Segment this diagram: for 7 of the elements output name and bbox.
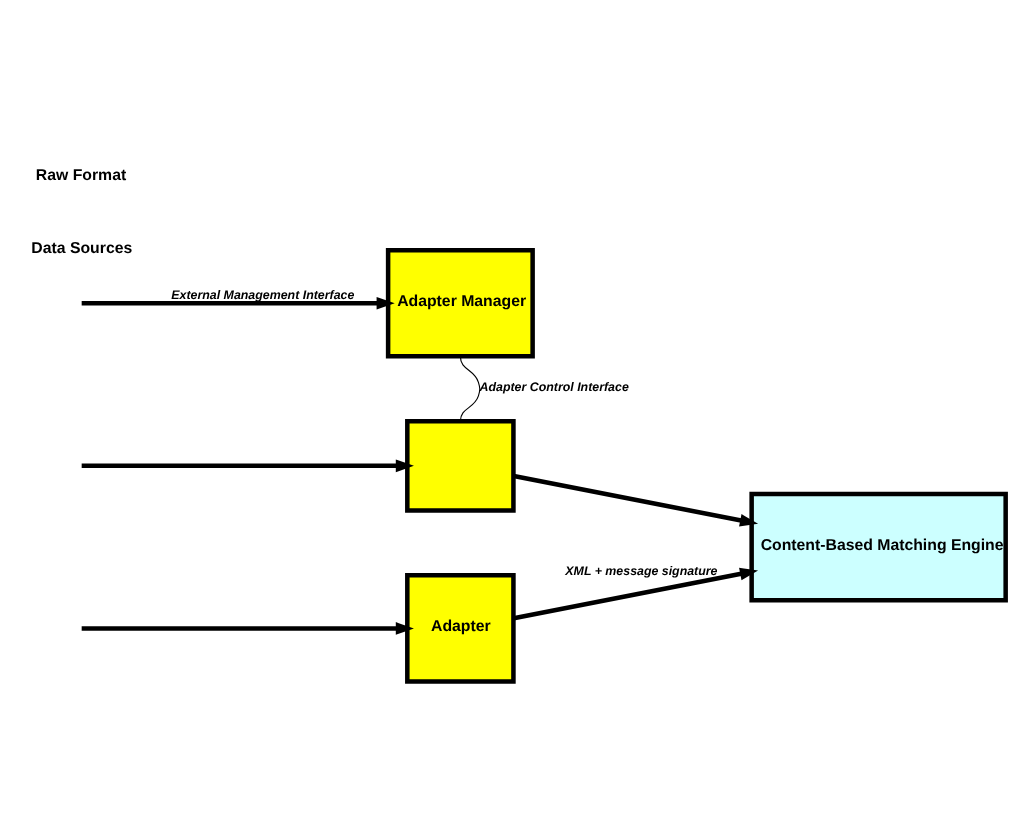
node-box (405, 419, 516, 513)
arrow (81, 622, 414, 635)
arrow (81, 459, 414, 473)
arrow (513, 567, 759, 621)
connector (459, 355, 481, 422)
arrow (513, 473, 759, 527)
arrow (81, 296, 395, 310)
